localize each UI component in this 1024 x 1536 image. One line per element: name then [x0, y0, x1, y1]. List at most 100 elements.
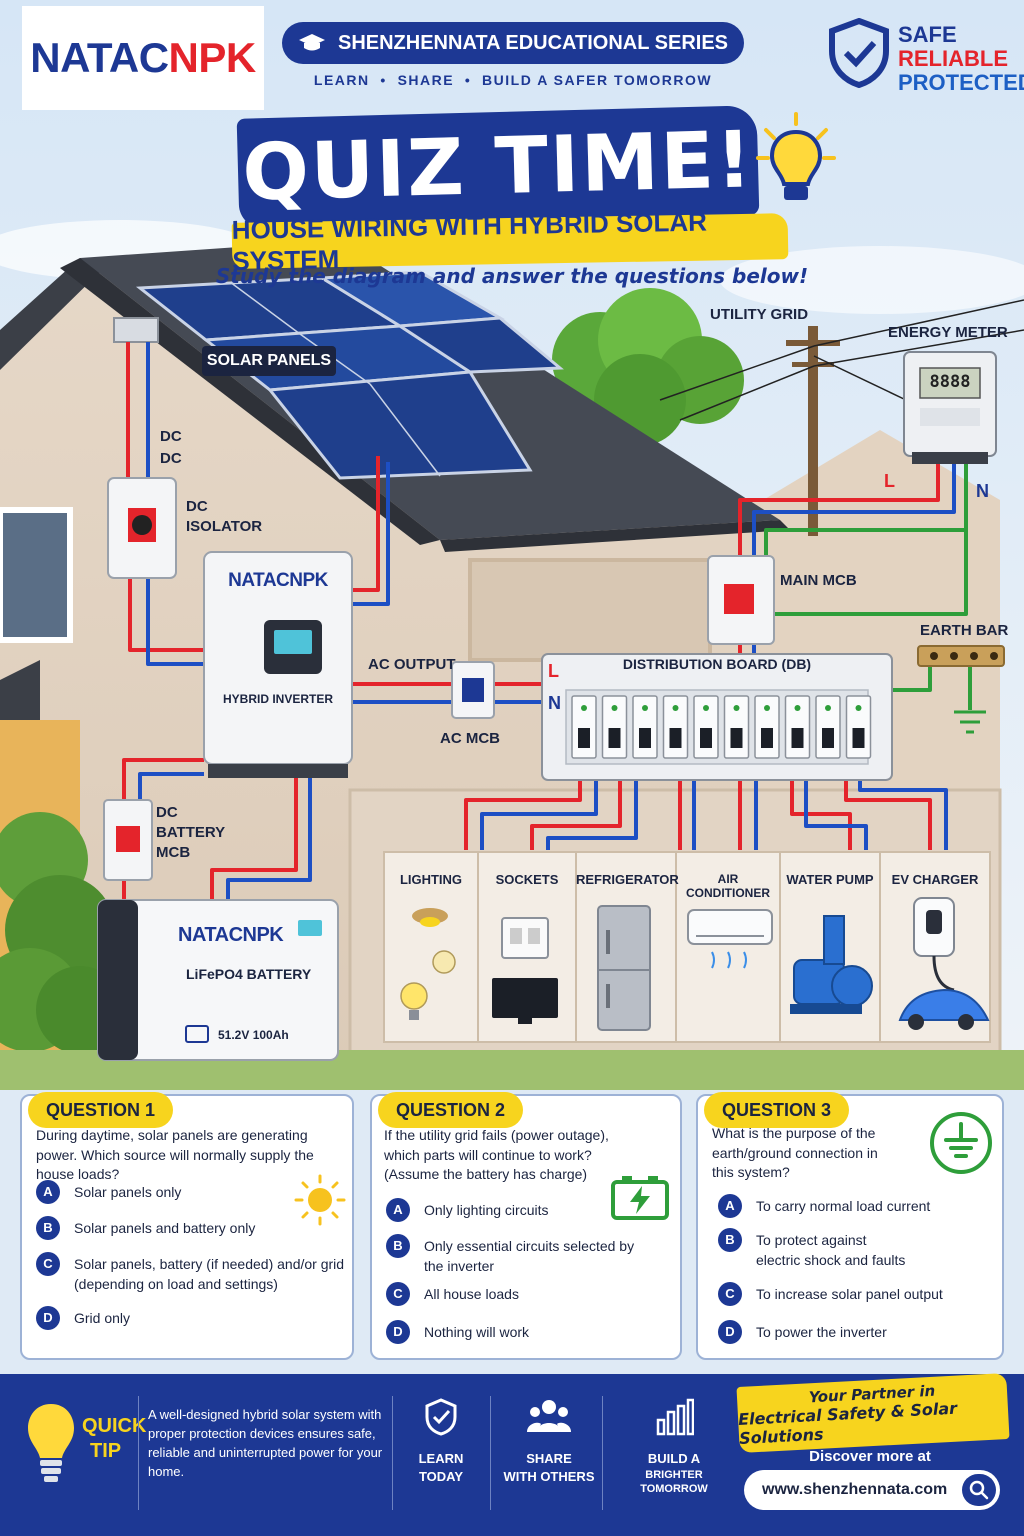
instruction-text: Study the diagram and answer the questio… — [215, 264, 809, 288]
option-letter: C — [718, 1282, 742, 1306]
main-mcb — [707, 555, 775, 645]
question-text: If the utility grid fails (power outage)… — [384, 1127, 609, 1183]
dc-battery-mcb — [103, 799, 153, 881]
option-c[interactable]: C Solar panels, battery (if needed) and/o… — [36, 1252, 348, 1295]
hybrid-inverter-unit — [203, 551, 353, 778]
series-subtitle: LEARN • SHARE • BUILD A SAFER TOMORROW — [313, 72, 713, 88]
db-breaker-indicator — [703, 705, 709, 711]
utility-pole — [659, 299, 1024, 536]
website-link[interactable]: www.shenzhennata.com — [744, 1470, 1000, 1510]
option-letter: A — [718, 1194, 742, 1218]
db-breaker-indicator — [642, 705, 648, 711]
brand-name-end: NPK — [168, 34, 257, 81]
people-icon — [527, 1400, 571, 1432]
tree — [552, 288, 744, 510]
dc-isolator — [107, 477, 177, 579]
option-text: Solar panels only — [74, 1184, 182, 1200]
partner-strip: Your Partner in Electrical Safety & Sola… — [736, 1372, 1010, 1454]
question-text: During daytime, solar panels are generat… — [36, 1127, 314, 1183]
battery-unit — [97, 899, 339, 1061]
option-letter: D — [718, 1320, 742, 1344]
label-dc-isolator-2: ISOLATOR — [186, 518, 263, 535]
db-breaker-toggle — [608, 728, 621, 748]
load-lighting: LIGHTING — [399, 872, 463, 887]
tip-label: TIP — [90, 1440, 122, 1462]
db-breaker-indicator — [733, 705, 740, 711]
question-tag: QUESTION 2 — [378, 1092, 524, 1128]
junction-box — [113, 317, 159, 343]
series-title: SHENZHENNATA EDUCATIONAL SERIES — [337, 31, 729, 54]
db-breakers — [571, 695, 872, 759]
label-ac-mcb: AC MCB — [440, 730, 500, 747]
search-icon — [969, 1480, 989, 1500]
label-live: L — [884, 471, 895, 491]
solar-panels — [135, 270, 564, 480]
graduation-cap-icon — [298, 34, 325, 51]
search-button[interactable] — [962, 1474, 996, 1506]
db-breaker-indicator — [794, 705, 801, 711]
website-url: www.shenzhennata.com — [762, 1481, 948, 1498]
battery-brand: NATACNPK — [178, 924, 284, 946]
loads-panel — [383, 851, 991, 1043]
load-air-conditioner: AIR CONDITIONER — [686, 872, 770, 900]
label-db-live: L — [548, 661, 559, 681]
question-tag: QUESTION 3 — [704, 1092, 850, 1128]
option-text: Grid only — [74, 1310, 131, 1326]
option-text: Solar panels, battery (if needed) and/or… — [74, 1256, 345, 1293]
ground-symbol — [954, 710, 986, 734]
badge-protected: PROTECTED — [898, 70, 1024, 95]
label-battery-type: LiFePO4 BATTERY — [186, 966, 312, 982]
db-breaker-toggle — [730, 728, 743, 748]
learn-line-1: LEARN — [418, 1451, 464, 1466]
label-db-neutral: N — [548, 693, 561, 713]
label-battery-spec: 51.2V 100Ah — [218, 1028, 289, 1042]
water-pump-icon — [790, 915, 873, 1014]
quick-label: QUICK — [82, 1415, 147, 1437]
db-breaker-indicator — [764, 705, 770, 711]
db-breaker-toggle — [852, 728, 865, 748]
label-dc-2: DC — [160, 450, 182, 467]
db-breaker-toggle — [822, 728, 834, 748]
shield-check-icon — [425, 1398, 457, 1436]
brand-logo: NATACNPK — [22, 6, 264, 110]
refrigerator-icon — [597, 905, 651, 1031]
label-ac-output: AC OUTPUT — [368, 656, 456, 673]
badge-reliable: RELIABLE — [898, 46, 1008, 71]
load-refrigerator: REFRIGERATOR — [576, 872, 679, 887]
db-breaker-toggle — [791, 728, 804, 748]
label-earth-bar: EARTH BAR — [920, 622, 1009, 639]
tip-text: A well-designed hybrid solar system with… — [148, 1407, 383, 1479]
learn-line-2: TODAY — [418, 1468, 464, 1484]
option-letter: C — [36, 1252, 60, 1276]
air-conditioner-icon — [687, 909, 773, 969]
label-hybrid-inverter: HYBRID INVERTER — [222, 692, 333, 706]
option-letter: B — [386, 1234, 410, 1258]
db-breaker-indicator — [672, 705, 679, 711]
option-text: All house loads — [424, 1286, 519, 1302]
db-breaker-toggle — [761, 728, 773, 748]
build-brighter-tomorrow: BUILD A BRIGHTER TOMORROW — [616, 1398, 732, 1497]
db-breaker-indicator — [825, 705, 831, 711]
label-dc-isolator-1: DC — [186, 498, 208, 515]
badge-safe: SAFE — [898, 22, 957, 47]
lightbulb-icon — [756, 112, 836, 200]
option-letter: D — [386, 1320, 410, 1344]
learn-today: LEARN TODAY — [386, 1398, 496, 1485]
option-letter: B — [718, 1228, 742, 1252]
db-breaker-toggle — [669, 728, 682, 748]
share-line-2: WITH OTHERS — [503, 1468, 595, 1484]
share-line-1: SHARE — [526, 1451, 572, 1466]
lamp-icon — [400, 908, 456, 1020]
brand-name: NATAC — [30, 34, 169, 81]
